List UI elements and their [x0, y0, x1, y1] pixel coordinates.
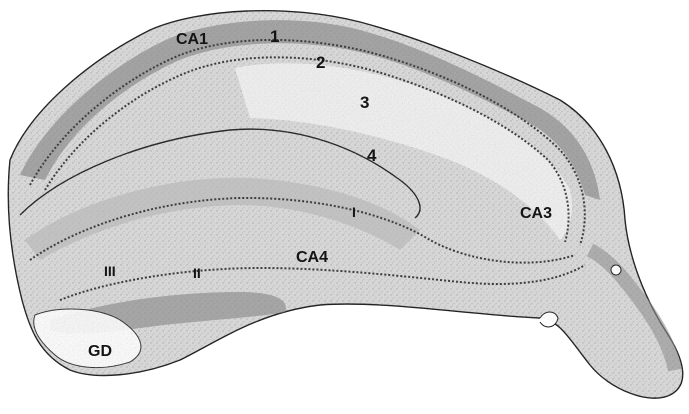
label-layer-2: 2 — [316, 53, 325, 72]
label-gd: GD — [88, 343, 112, 360]
grain-overlay — [8, 11, 682, 398]
label-ca3: CA3 — [520, 205, 552, 222]
label-ca4: CA4 — [296, 249, 328, 266]
label-layer-1: 1 — [270, 27, 279, 46]
label-layer-iii-dg: III — [104, 263, 116, 279]
label-layer-3: 3 — [360, 93, 369, 112]
label-layer-4: 4 — [367, 146, 377, 165]
label-layer-i-dg: I — [352, 204, 356, 220]
label-ca1: CA1 — [176, 31, 208, 48]
label-layer-ii: II — [193, 265, 201, 281]
